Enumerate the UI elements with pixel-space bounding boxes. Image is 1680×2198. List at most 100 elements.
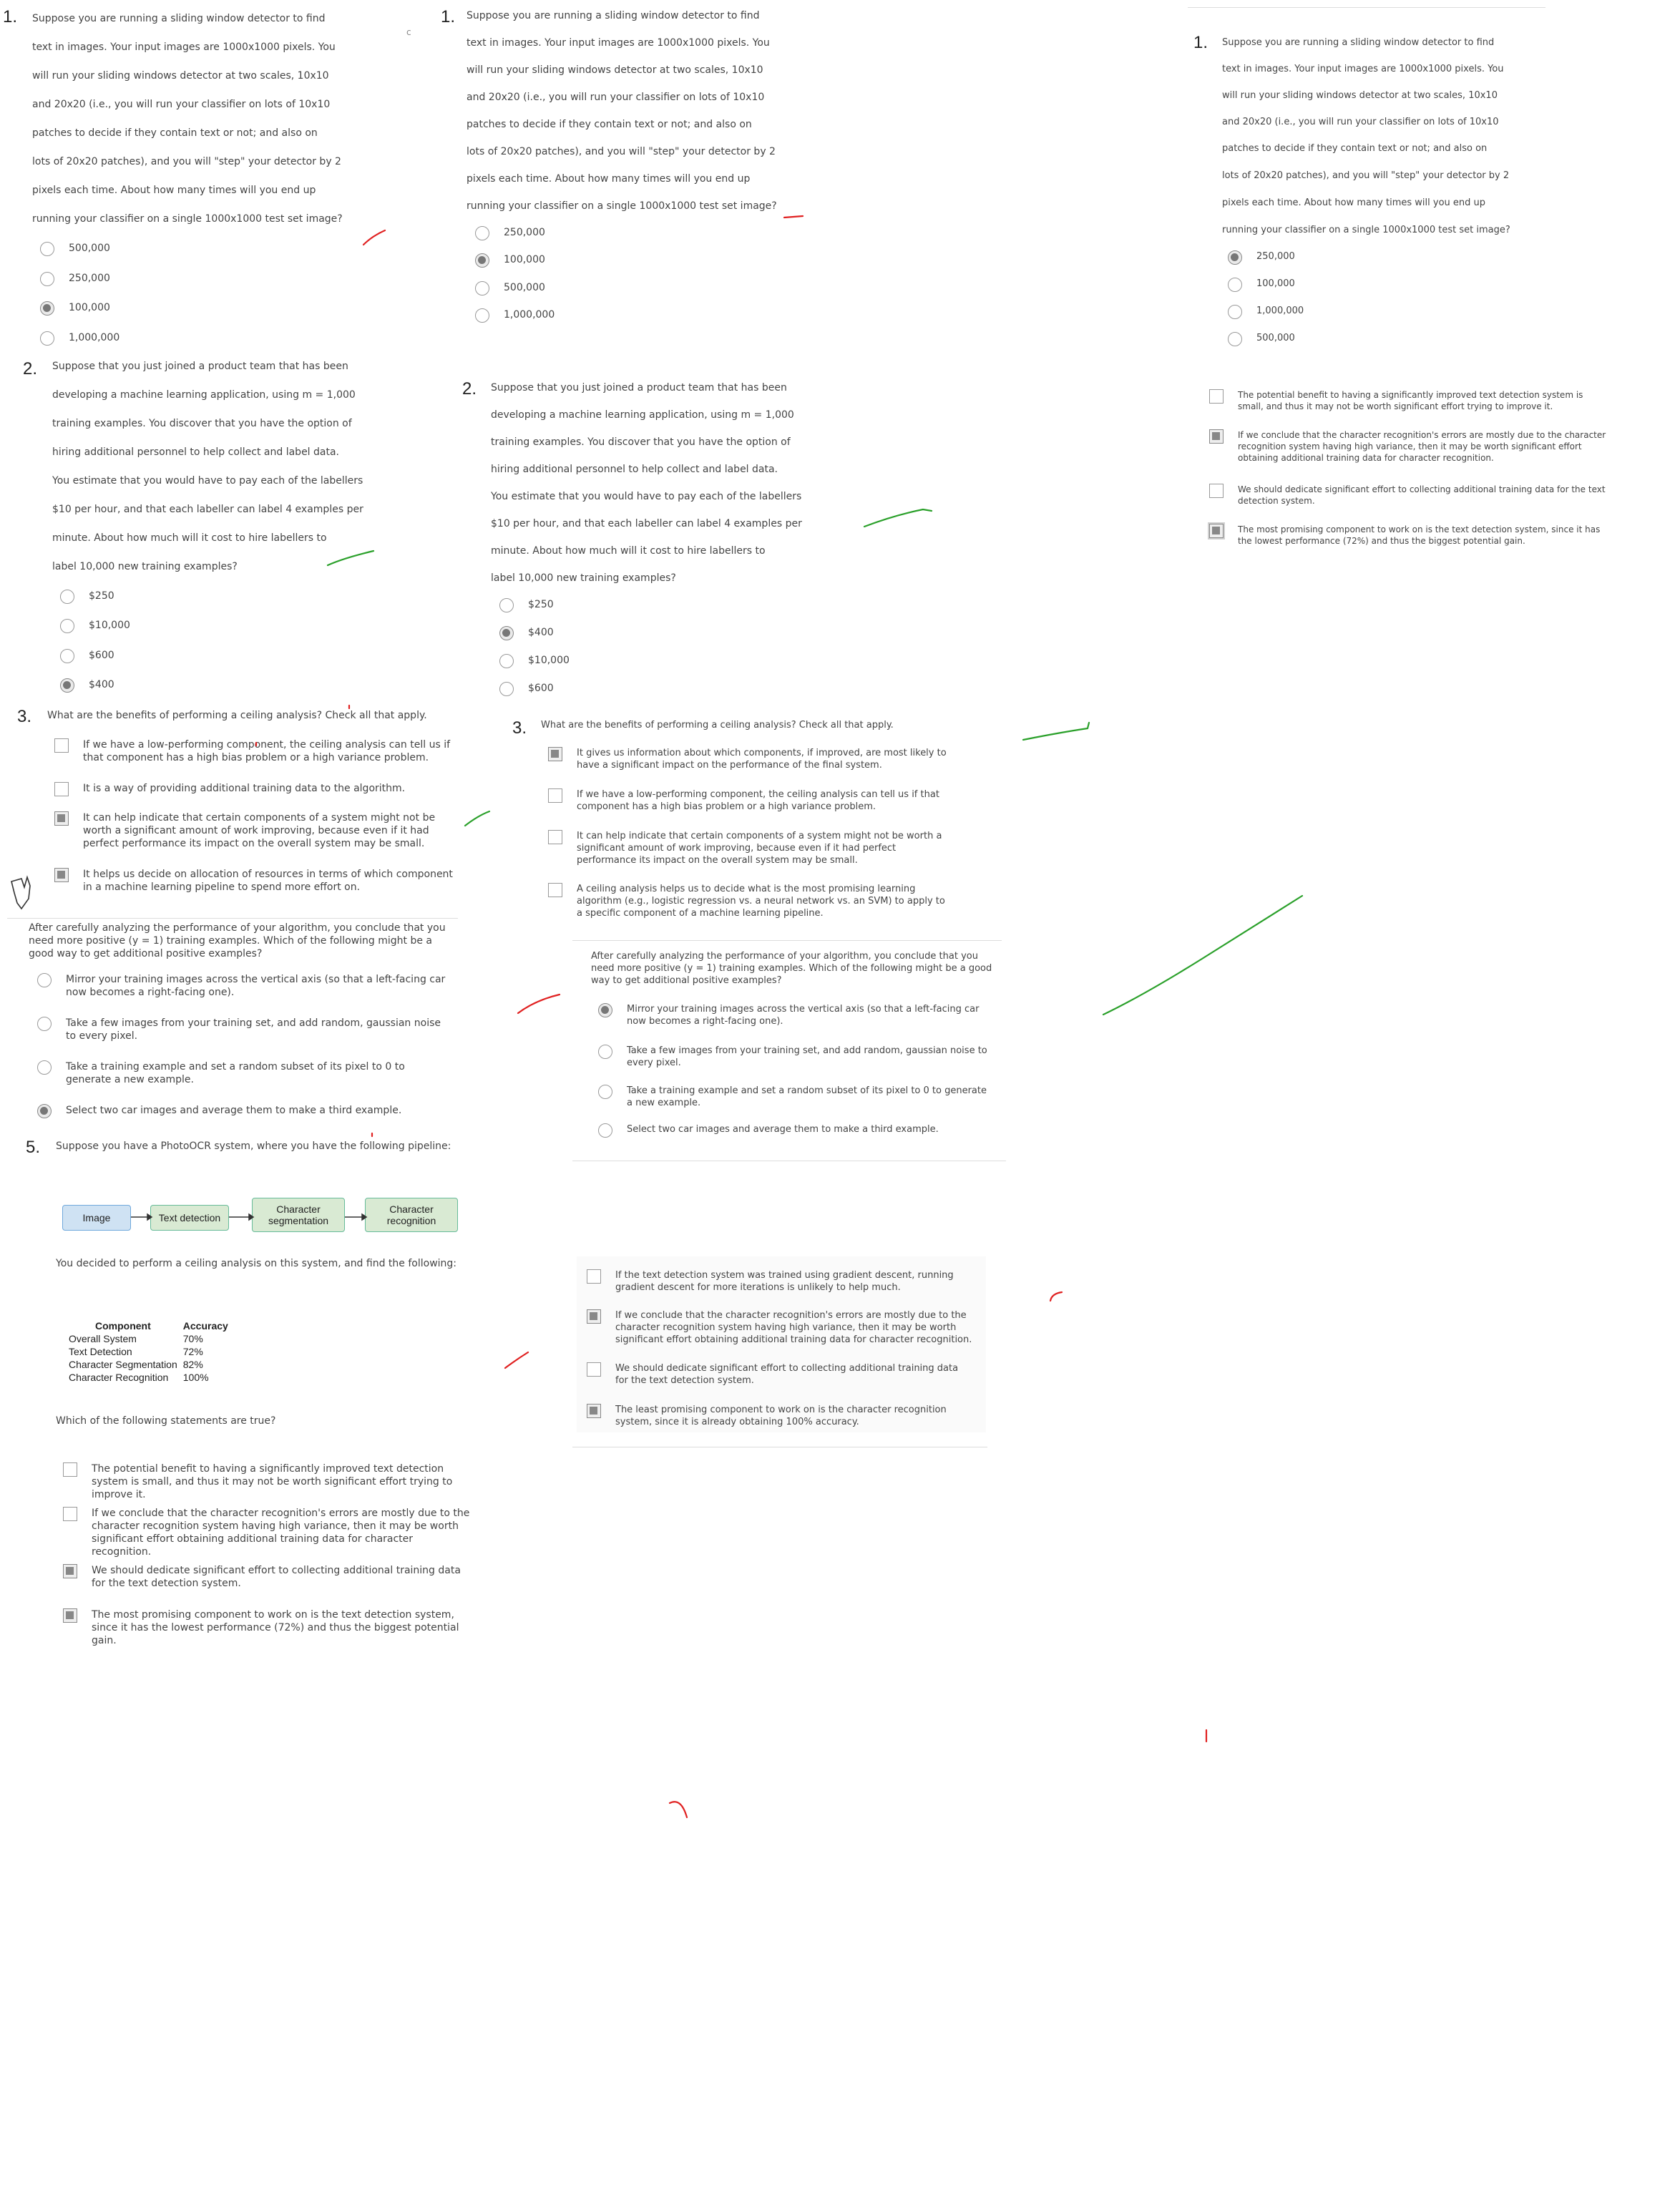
q2-option-400[interactable]: $400 bbox=[60, 678, 114, 693]
q4-option-subset[interactable]: Take a training example and set a random… bbox=[37, 1060, 452, 1086]
checkbox-checked[interactable] bbox=[1209, 429, 1224, 444]
radio-button[interactable] bbox=[475, 281, 489, 295]
checkbox[interactable] bbox=[587, 1269, 601, 1284]
radio-button[interactable] bbox=[37, 973, 52, 987]
radio-button[interactable] bbox=[40, 331, 54, 346]
radio-button-selected[interactable] bbox=[475, 253, 489, 268]
q5-option-dedicate[interactable]: We should dedicate significant effort to… bbox=[587, 1362, 973, 1387]
radio-button[interactable] bbox=[499, 682, 514, 696]
q5-option-least[interactable]: The least promising component to work on… bbox=[587, 1404, 973, 1428]
q5-option-dedicate[interactable]: We should dedicate significant effort to… bbox=[1209, 484, 1610, 507]
radio-button[interactable] bbox=[37, 1060, 52, 1075]
q3-option-data[interactable]: It is a way of providing additional trai… bbox=[54, 782, 462, 796]
q1-option-100000[interactable]: 100,000 bbox=[475, 253, 545, 268]
q2-option-600[interactable]: $600 bbox=[499, 682, 554, 696]
radio-button[interactable] bbox=[1228, 332, 1242, 346]
radio-button[interactable] bbox=[475, 226, 489, 240]
q1-option-500000[interactable]: 500,000 bbox=[40, 242, 110, 256]
q1-option-100000[interactable]: 100,000 bbox=[40, 301, 110, 316]
q5-option-dedicate[interactable]: We should dedicate significant effort to… bbox=[63, 1564, 471, 1590]
radio-button[interactable] bbox=[40, 242, 54, 256]
checkbox[interactable] bbox=[54, 738, 69, 753]
q1-option-250000[interactable]: 250,000 bbox=[40, 272, 110, 286]
divider bbox=[1188, 7, 1545, 8]
q3-option-notworth[interactable]: It can help indicate that certain compon… bbox=[548, 830, 949, 866]
option-label: 250,000 bbox=[69, 273, 110, 284]
q4-option-mirror[interactable]: Mirror your training images across the v… bbox=[598, 1003, 992, 1027]
checkbox-checked[interactable] bbox=[548, 747, 562, 761]
checkbox[interactable] bbox=[63, 1462, 77, 1477]
q5-option-benefit[interactable]: The potential benefit to having a signif… bbox=[63, 1462, 471, 1501]
radio-button-selected[interactable] bbox=[499, 626, 514, 640]
q1-option-1000000[interactable]: 1,000,000 bbox=[40, 331, 119, 346]
q5-option-variance[interactable]: If we conclude that the character recogn… bbox=[1209, 429, 1610, 464]
checkbox-checked[interactable] bbox=[63, 1608, 77, 1623]
q3-option-algorithm[interactable]: A ceiling analysis helps us to decide wh… bbox=[548, 883, 949, 919]
radio-button-selected[interactable] bbox=[60, 678, 74, 693]
checkbox[interactable] bbox=[1209, 484, 1224, 498]
checkbox-checked[interactable] bbox=[54, 868, 69, 882]
q4-option-average[interactable]: Select two car images and average them t… bbox=[37, 1104, 452, 1118]
q4-option-noise[interactable]: Take a few images from your training set… bbox=[598, 1045, 992, 1069]
radio-button-selected[interactable] bbox=[1228, 250, 1242, 265]
q4-option-mirror[interactable]: Mirror your training images across the v… bbox=[37, 973, 452, 999]
radio-button[interactable] bbox=[499, 654, 514, 668]
checkbox-checked[interactable] bbox=[63, 1564, 77, 1578]
q1-option-1000000[interactable]: 1,000,000 bbox=[1228, 305, 1304, 319]
checkbox-checked[interactable] bbox=[1208, 522, 1225, 539]
q1-option-1000000[interactable]: 1,000,000 bbox=[475, 308, 555, 323]
q2-option-250[interactable]: $250 bbox=[60, 590, 114, 604]
q2-option-600[interactable]: $600 bbox=[60, 649, 114, 663]
checkbox-checked[interactable] bbox=[587, 1404, 601, 1418]
q5-option-gradient[interactable]: If the text detection system was trained… bbox=[587, 1269, 973, 1294]
radio-button[interactable] bbox=[598, 1123, 612, 1138]
radio-button[interactable] bbox=[37, 1017, 52, 1031]
q4-option-average[interactable]: Select two car images and average them t… bbox=[598, 1123, 992, 1138]
radio-button[interactable] bbox=[598, 1045, 612, 1059]
radio-button[interactable] bbox=[40, 272, 54, 286]
radio-button-selected[interactable] bbox=[37, 1104, 52, 1118]
checkbox[interactable] bbox=[548, 830, 562, 844]
q1-option-500000[interactable]: 500,000 bbox=[475, 281, 545, 295]
checkbox-checked[interactable] bbox=[54, 811, 69, 826]
q3-option-allocation[interactable]: It helps us decide on allocation of reso… bbox=[54, 868, 462, 894]
radio-button[interactable] bbox=[475, 308, 489, 323]
radio-button-selected[interactable] bbox=[598, 1003, 612, 1017]
green-check-mark bbox=[1102, 894, 1304, 1016]
q3-option-gives[interactable]: It gives us information about which comp… bbox=[548, 747, 949, 771]
radio-button[interactable] bbox=[60, 590, 74, 604]
q3-option-lowperf[interactable]: If we have a low-performing component, t… bbox=[54, 738, 462, 764]
q2-option-10000[interactable]: $10,000 bbox=[499, 654, 570, 668]
checkbox[interactable] bbox=[63, 1507, 77, 1521]
q3-option-lowperf[interactable]: If we have a low-performing component, t… bbox=[548, 788, 949, 813]
checkbox[interactable] bbox=[587, 1362, 601, 1377]
checkbox[interactable] bbox=[1209, 389, 1224, 404]
q5-option-benefit[interactable]: The potential benefit to having a signif… bbox=[1209, 389, 1610, 412]
prompt-line: running your classifier on a single 1000… bbox=[32, 213, 343, 225]
checkbox[interactable] bbox=[548, 788, 562, 803]
radio-button[interactable] bbox=[60, 619, 74, 633]
q2-option-400[interactable]: $400 bbox=[499, 626, 554, 640]
radio-button[interactable] bbox=[598, 1085, 612, 1099]
checkbox[interactable] bbox=[548, 883, 562, 897]
radio-button[interactable] bbox=[1228, 278, 1242, 292]
q1-option-250000[interactable]: 250,000 bbox=[475, 226, 545, 240]
q2-option-250[interactable]: $250 bbox=[499, 598, 554, 612]
q5-option-promising[interactable]: The most promising component to work on … bbox=[63, 1608, 471, 1647]
q4-option-noise[interactable]: Take a few images from your training set… bbox=[37, 1017, 452, 1042]
radio-button[interactable] bbox=[60, 649, 74, 663]
q5-option-variance[interactable]: If we conclude that the character recogn… bbox=[63, 1507, 471, 1558]
q4-option-subset[interactable]: Take a training example and set a random… bbox=[598, 1085, 992, 1109]
q1-option-100000[interactable]: 100,000 bbox=[1228, 278, 1295, 292]
q1-option-500000[interactable]: 500,000 bbox=[1228, 332, 1295, 346]
q5-option-promising[interactable]: The most promising component to work on … bbox=[1208, 522, 1610, 547]
radio-button-selected[interactable] bbox=[40, 301, 54, 316]
radio-button[interactable] bbox=[1228, 305, 1242, 319]
checkbox-checked[interactable] bbox=[587, 1309, 601, 1324]
q2-option-10000[interactable]: $10,000 bbox=[60, 619, 130, 633]
q1-option-250000[interactable]: 250,000 bbox=[1228, 250, 1295, 265]
q5-option-variance[interactable]: If we conclude that the character recogn… bbox=[587, 1309, 973, 1346]
q3-option-notworth[interactable]: It can help indicate that certain compon… bbox=[54, 811, 462, 850]
checkbox[interactable] bbox=[54, 782, 69, 796]
radio-button[interactable] bbox=[499, 598, 514, 612]
